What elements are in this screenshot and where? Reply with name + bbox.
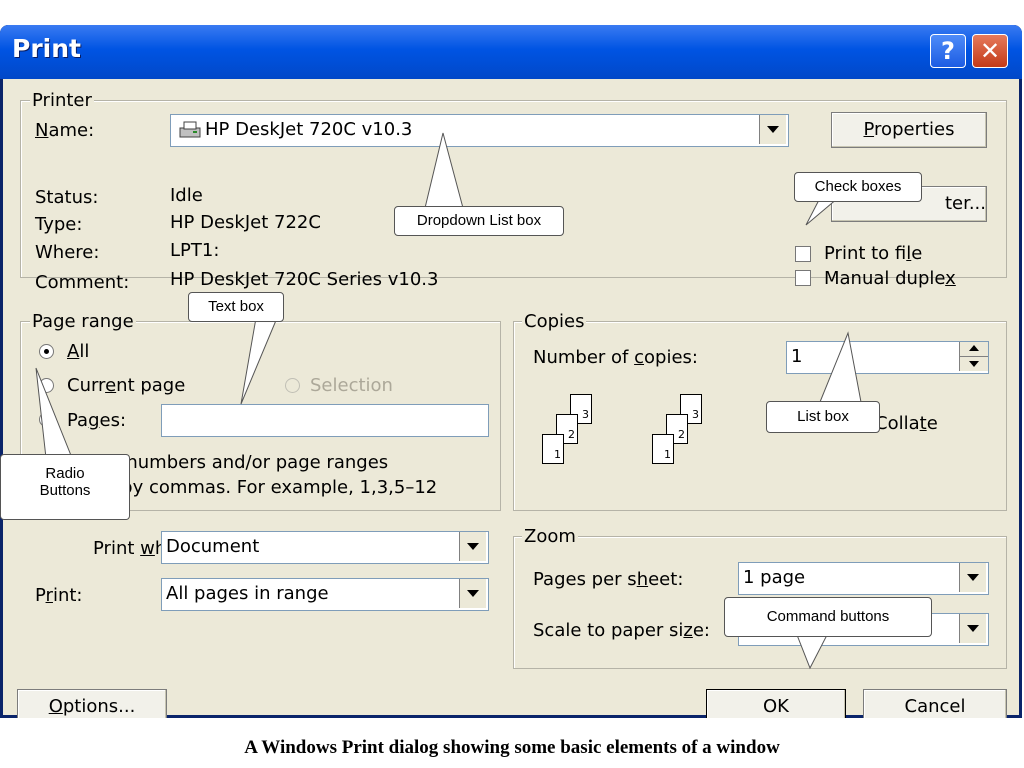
pages-per-sheet-value: 1 page [743,567,806,588]
printer-group-legend: Printer [30,90,94,111]
callout-check-boxes: Check boxes [794,172,922,202]
printer-group [20,100,1007,278]
where-value: LPT1: [170,240,220,261]
comment-label: Comment: [35,272,130,293]
copies-group [513,321,1007,511]
callout-dropdown-list-box: Dropdown List box [394,206,564,236]
radio-all-label: All [67,341,90,362]
copies-value: 1 [791,346,803,367]
radio-selection-label: Selection [310,375,393,396]
callout-radio-buttons: Radio Buttons [0,454,130,520]
chevron-down-icon [967,574,979,581]
print-what-dropdown[interactable]: Document [161,531,489,564]
printer-name-dropdown[interactable]: HP DeskJet 720C v10.3 [170,114,789,147]
type-label: Type: [35,214,83,235]
pages-per-sheet-label: Pages per sheet: [533,569,684,590]
chevron-down-icon [467,590,479,597]
type-value: HP DeskJet 722C [170,212,321,233]
radio-current-page-label: Current page [67,375,186,396]
print-label: Print: [35,585,83,606]
callout-text-box-label: Text box [208,298,264,315]
chevron-down-icon [969,361,979,367]
comment-value: HP DeskJet 720C Series v10.3 [170,269,439,290]
pointer-command [796,634,828,670]
collate-icon-collated: 3 2 1 [649,394,719,484]
manual-duplex-checkbox[interactable] [795,270,811,286]
where-label: Where: [35,242,100,263]
chevron-down-icon [967,625,979,632]
copies-legend: Copies [522,311,587,332]
radio-all[interactable] [39,344,54,359]
callout-radio-line1: Radio [45,465,85,482]
chevron-down-icon [767,126,779,133]
pointer-listbox [819,331,862,403]
printer-name-dropdown-arrow[interactable] [759,115,786,144]
callout-list-box: List box [766,401,880,433]
scale-to-paper-label: Scale to paper size: [533,620,710,641]
callout-command-buttons: Command buttons [724,597,932,637]
pages-per-sheet-dropdown-arrow[interactable] [959,563,986,592]
radio-selection [285,378,300,393]
ok-button[interactable]: OK [706,689,846,718]
pointer-textbox [240,317,278,405]
print-range-value: All pages in range [166,583,329,604]
page-range-hint-2: d by commas. For example, 1,3,5–12 [104,477,438,498]
zoom-legend: Zoom [522,526,578,547]
collate-icon-uncollated: 3 2 1 [539,394,609,484]
collate-label: Collate [875,413,938,434]
status-value: Idle [170,185,203,206]
callout-text-box: Text box [188,292,284,322]
page-icon: 1 [652,434,674,464]
scale-to-paper-dropdown-arrow[interactable] [959,614,986,643]
pointer-radio [35,367,73,459]
copies-spin-box[interactable]: 1 [786,341,989,374]
title-bar[interactable]: Print ? ✕ [0,25,1022,79]
close-button[interactable]: ✕ [972,34,1008,68]
help-button[interactable]: ? [930,34,966,68]
zoom-group [513,536,1007,669]
figure-caption: A Windows Print dialog showing some basi… [244,737,780,758]
window-title: Print [12,34,81,63]
printer-icon [177,120,203,140]
copies-spin-down-button[interactable] [959,357,988,371]
callout-radio-line2: Buttons [39,482,91,499]
print-what-value: Document [166,536,260,557]
page-icon: 1 [542,434,564,464]
radio-pages-label: Pages: [67,410,127,431]
print-to-file-checkbox[interactable] [795,246,811,262]
page-range-legend: Page range [30,311,136,332]
printer-name-label: Name: [35,120,95,141]
pages-text-box[interactable] [161,404,489,437]
cancel-button[interactable]: Cancel [863,689,1007,718]
status-label: Status: [35,187,99,208]
printer-name-value: HP DeskJet 720C v10.3 [205,119,413,140]
manual-duplex-label: Manual duplex [824,268,956,289]
print-range-dropdown[interactable]: All pages in range [161,578,489,611]
copies-spin-up-button[interactable] [959,342,988,357]
pointer-checkboxes [805,197,840,226]
properties-button[interactable]: Properties [831,112,987,148]
print-what-dropdown-arrow[interactable] [459,532,486,561]
pages-per-sheet-dropdown[interactable]: 1 page [738,562,989,595]
options-button[interactable]: Options... [17,689,167,718]
print-to-file-label: Print to file [824,243,923,264]
print-range-dropdown-arrow[interactable] [459,579,486,608]
chevron-up-icon [969,345,979,351]
pointer-dropdown [424,132,464,209]
number-of-copies-label: Number of copies: [533,347,698,368]
chevron-down-icon [467,543,479,550]
radio-selected-dot [44,349,49,354]
